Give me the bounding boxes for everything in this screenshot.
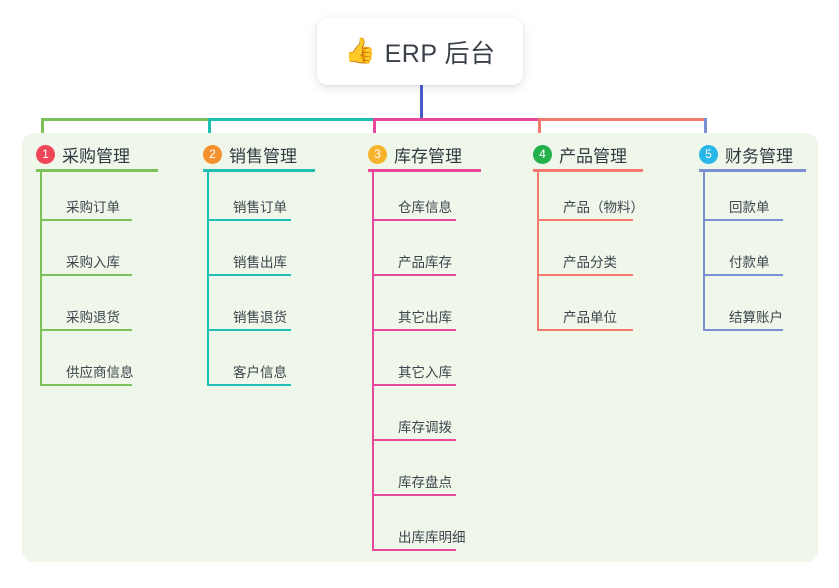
branch-spine-4 — [537, 169, 539, 331]
root-node-title: ERP 后台 — [384, 39, 496, 68]
branch-header-3[interactable]: 3 库存管理 — [368, 142, 462, 167]
leaf-node[interactable]: 销售订单 — [203, 173, 317, 221]
leaf-rule — [40, 384, 132, 386]
leaf-label: 产品单位 — [563, 310, 617, 325]
root-node[interactable]: 👍 ERP 后台 — [317, 18, 523, 85]
leaf-rule — [703, 219, 783, 221]
leaf-label: 产品分类 — [563, 255, 617, 270]
leaf-rule — [372, 274, 456, 276]
leaf-label: 采购订单 — [66, 200, 120, 215]
branch-badge-4: 4 — [533, 145, 552, 164]
leaf-node[interactable]: 产品单位 — [533, 283, 659, 331]
branch-title-5: 财务管理 — [725, 147, 793, 166]
leaf-node[interactable]: 其它入库 — [368, 338, 482, 386]
leaf-rule — [372, 219, 456, 221]
leaf-node[interactable]: 产品分类 — [533, 228, 659, 276]
leaf-node[interactable]: 销售出库 — [203, 228, 317, 276]
leaf-rule — [537, 329, 633, 331]
root-stem — [420, 85, 423, 121]
leaf-label: 结算账户 — [729, 310, 783, 325]
branch-title-2: 销售管理 — [229, 147, 297, 166]
leaf-rule — [207, 219, 291, 221]
leaf-node[interactable]: 回款单 — [699, 173, 809, 221]
leaf-label: 其它入库 — [398, 365, 452, 380]
leaf-node[interactable]: 付款单 — [699, 228, 809, 276]
leaf-rule — [207, 329, 291, 331]
leaf-label: 回款单 — [729, 200, 770, 215]
leaf-label: 产品（物料） — [563, 200, 644, 215]
branch-header-rule-1 — [36, 169, 158, 172]
leaf-label: 仓库信息 — [398, 200, 452, 215]
leaf-label: 供应商信息 — [66, 365, 134, 380]
leaf-node[interactable]: 销售退货 — [203, 283, 317, 331]
leaf-rule — [703, 329, 783, 331]
leaf-rule — [537, 274, 633, 276]
leaf-label: 采购退货 — [66, 310, 120, 325]
leaf-label: 付款单 — [729, 255, 770, 270]
leaf-node[interactable]: 其它出库 — [368, 283, 482, 331]
leaf-label: 采购入库 — [66, 255, 120, 270]
leaf-rule — [372, 384, 456, 386]
leaf-rule — [207, 274, 291, 276]
leaf-node[interactable]: 采购退货 — [36, 283, 158, 331]
leaf-label: 客户信息 — [233, 365, 287, 380]
branch-badge-5: 5 — [699, 145, 718, 164]
branch-panel: 1 采购管理采购订单采购入库采购退货供应商信息 2 销售管理销售订单销售出库销售退货客… — [22, 133, 818, 562]
branch-header-rule-4 — [533, 169, 643, 172]
bus-segment-1 — [41, 118, 211, 121]
branch-header-1[interactable]: 1 采购管理 — [36, 142, 130, 167]
leaf-label: 库存调拨 — [398, 420, 452, 435]
branch-header-4[interactable]: 4 产品管理 — [533, 142, 627, 167]
leaf-rule — [207, 384, 291, 386]
leaf-rule — [372, 439, 456, 441]
leaf-rule — [40, 329, 132, 331]
leaf-label: 其它出库 — [398, 310, 452, 325]
branch-title-4: 产品管理 — [559, 147, 627, 166]
bus-segment-3 — [373, 118, 541, 121]
leaf-node[interactable]: 产品库存 — [368, 228, 482, 276]
leaf-node[interactable]: 供应商信息 — [36, 338, 158, 386]
leaf-node[interactable]: 产品（物料） — [533, 173, 659, 221]
leaf-node[interactable]: 采购入库 — [36, 228, 158, 276]
leaf-label: 销售订单 — [233, 200, 287, 215]
leaf-label: 产品库存 — [398, 255, 452, 270]
branch-badge-1: 1 — [36, 145, 55, 164]
leaf-node[interactable]: 出库库明细 — [368, 503, 482, 551]
leaf-node[interactable]: 结算账户 — [699, 283, 809, 331]
leaf-rule — [372, 494, 456, 496]
branch-spine-5 — [703, 169, 705, 331]
leaf-rule — [703, 274, 783, 276]
branch-header-rule-2 — [203, 169, 315, 172]
leaf-rule — [372, 549, 456, 551]
branch-title-3: 库存管理 — [394, 147, 462, 166]
bus-segment-4 — [538, 118, 707, 121]
root-node-content: 👍 ERP 后台 — [344, 34, 495, 70]
branch-title-1: 采购管理 — [62, 147, 130, 166]
leaf-node[interactable]: 客户信息 — [203, 338, 317, 386]
leaf-rule — [372, 329, 456, 331]
leaf-label: 库存盘点 — [398, 475, 452, 490]
leaf-node[interactable]: 仓库信息 — [368, 173, 482, 221]
leaf-label: 销售退货 — [233, 310, 287, 325]
thumbs-up-icon: 👍 — [344, 37, 376, 65]
leaf-node[interactable]: 库存调拨 — [368, 393, 482, 441]
leaf-rule — [40, 274, 132, 276]
leaf-label: 销售出库 — [233, 255, 287, 270]
branch-badge-3: 3 — [368, 145, 387, 164]
leaf-node[interactable]: 库存盘点 — [368, 448, 482, 496]
branch-header-rule-5 — [699, 169, 806, 172]
branch-header-2[interactable]: 2 销售管理 — [203, 142, 297, 167]
branch-spine-2 — [207, 169, 209, 386]
leaf-rule — [40, 219, 132, 221]
branch-badge-2: 2 — [203, 145, 222, 164]
branch-header-5[interactable]: 5 财务管理 — [699, 142, 793, 167]
bus-segment-2 — [208, 118, 376, 121]
leaf-label: 出库库明细 — [398, 530, 466, 545]
branch-header-rule-3 — [368, 169, 481, 172]
leaf-node[interactable]: 采购订单 — [36, 173, 158, 221]
leaf-rule — [537, 219, 633, 221]
branch-spine-3 — [372, 169, 374, 551]
branch-spine-1 — [40, 169, 42, 386]
